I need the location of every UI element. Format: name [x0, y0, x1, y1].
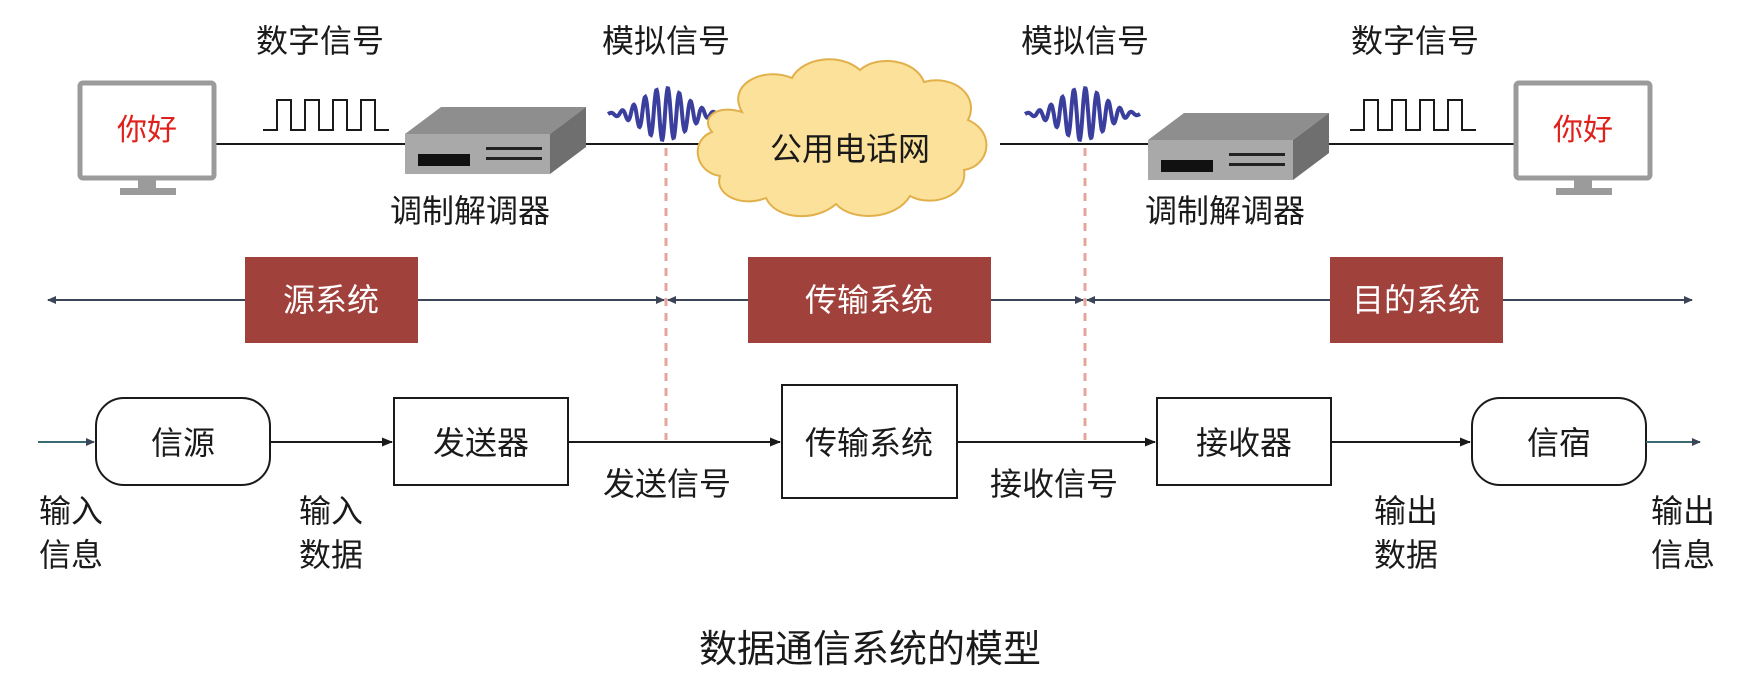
transmission-system-box	[748, 257, 991, 343]
left-modem-icon	[405, 107, 586, 174]
transmission-system-label: 传输系统	[805, 281, 933, 319]
right-modem-label: 调制解调器	[1145, 192, 1305, 230]
sender-box-label: 发送器	[433, 424, 529, 462]
left-screen-text: 你好	[117, 113, 177, 148]
output-info-label-line1: 输出	[1651, 492, 1715, 530]
right-modem-icon	[1148, 113, 1329, 180]
left-monitor-icon	[77, 80, 217, 195]
left-digital-square-wave	[263, 99, 389, 131]
diagram-caption: 数据通信系统的模型	[699, 627, 1041, 671]
input-info-label-line2: 信息	[39, 536, 103, 574]
left-analog-wave	[606, 86, 724, 142]
right-digital-square-wave	[1350, 99, 1476, 131]
input-data-label-line2: 数据	[299, 536, 363, 574]
destination-system-box	[1330, 257, 1503, 343]
source-system-label: 源系统	[283, 281, 379, 319]
right-analog-wave	[1023, 86, 1142, 142]
left-modem-label: 调制解调器	[390, 192, 550, 230]
transmission-box-label: 传输系统	[805, 424, 933, 462]
cloud-icon	[696, 58, 988, 217]
sender-box	[393, 397, 569, 486]
receiver-box-label: 接收器	[1196, 424, 1292, 462]
right-digital-signal-label: 数字信号	[1351, 22, 1479, 60]
source-box-label: 信源	[151, 424, 215, 462]
right-screen-text: 你好	[1553, 113, 1613, 148]
output-data-label-line2: 数据	[1374, 536, 1438, 574]
transmission-box	[781, 384, 958, 499]
destination-system-label: 目的系统	[1352, 281, 1480, 319]
network-label: 公用电话网	[770, 130, 930, 168]
source-system-box	[245, 257, 418, 343]
send-signal-label: 发送信号	[603, 465, 731, 503]
right-analog-signal-label: 模拟信号	[1021, 22, 1149, 60]
output-data-label-line1: 输出	[1374, 492, 1438, 530]
input-info-label-line1: 输入	[39, 492, 103, 530]
output-info-label-line2: 信息	[1651, 536, 1715, 574]
sink-box-label: 信宿	[1527, 424, 1591, 462]
receiver-box	[1156, 397, 1332, 486]
left-digital-signal-label: 数字信号	[256, 22, 384, 60]
input-data-label-line1: 输入	[299, 492, 363, 530]
receive-signal-label: 接收信号	[990, 465, 1118, 503]
left-analog-signal-label: 模拟信号	[602, 22, 730, 60]
right-monitor-icon	[1513, 80, 1653, 195]
